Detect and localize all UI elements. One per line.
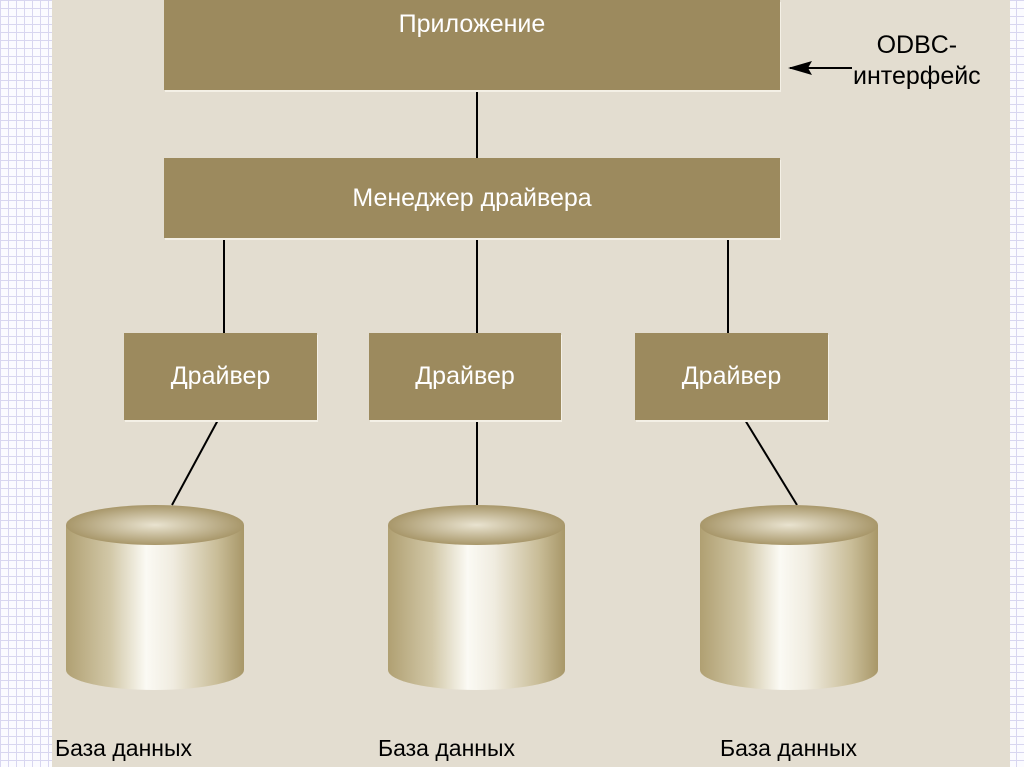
- database-icon-3: [700, 505, 878, 690]
- odbc-label-line2: интерфейс: [853, 62, 981, 90]
- driver-manager-box: Менеджер драйвера: [164, 158, 780, 238]
- odbc-label-line1: ODBC-: [876, 31, 958, 59]
- driver-label: Драйвер: [415, 362, 515, 390]
- application-label: Приложение: [398, 10, 546, 38]
- driver-label: Драйвер: [681, 362, 782, 390]
- database-label-3: База данных: [720, 735, 858, 761]
- driver-manager-label: Менеджер драйвера: [352, 183, 592, 212]
- database-label-1: База данных: [55, 735, 193, 761]
- database-label-2: База данных: [378, 735, 516, 761]
- driver-box-2: Драйвер: [369, 333, 561, 420]
- odbc-interface-label: ODBC- интерфейс: [853, 30, 981, 92]
- odbc-arrow-icon: [788, 61, 812, 75]
- driver-label: Драйвер: [170, 362, 271, 390]
- driver-box-1: Драйвер: [124, 333, 317, 420]
- line-driver-db-1: [171, 419, 219, 506]
- database-icon-1: [66, 505, 244, 690]
- line-driver-db-3: [744, 419, 798, 506]
- driver-box-3: Драйвер: [635, 333, 828, 420]
- application-box: Приложение: [164, 0, 780, 90]
- database-icon-2: [388, 505, 565, 690]
